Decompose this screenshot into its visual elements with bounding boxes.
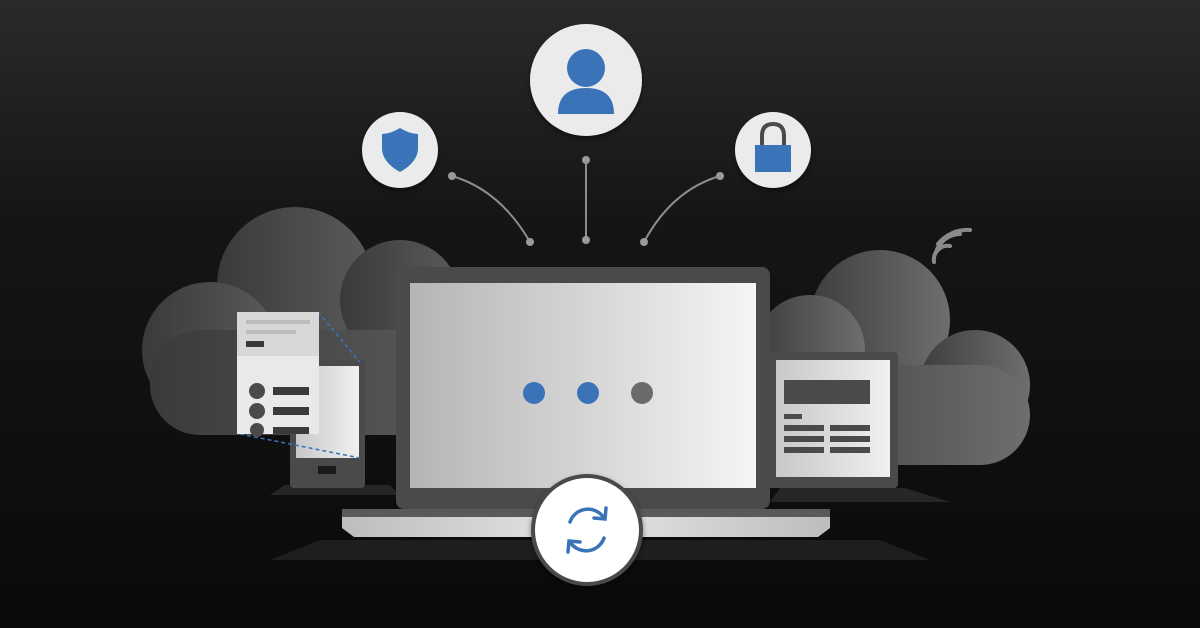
shield-icon [382,128,418,172]
document-panel [237,311,361,459]
list-bullet [249,383,265,399]
list-bullet [249,403,265,419]
loading-dot [577,382,599,404]
connector-nodes [448,156,724,246]
tablet-device [768,352,898,488]
sync-icon [566,506,608,554]
list-bullet [250,423,264,437]
sync-icon-circle [531,474,643,586]
wifi-signal-icon [931,227,972,264]
loading-dots [523,382,653,404]
connector-lines [451,160,721,243]
loading-dot [631,382,653,404]
loading-dot [523,382,545,404]
tablet-shadow [770,488,950,502]
lock-icon [755,121,791,172]
user-icon [558,49,614,114]
